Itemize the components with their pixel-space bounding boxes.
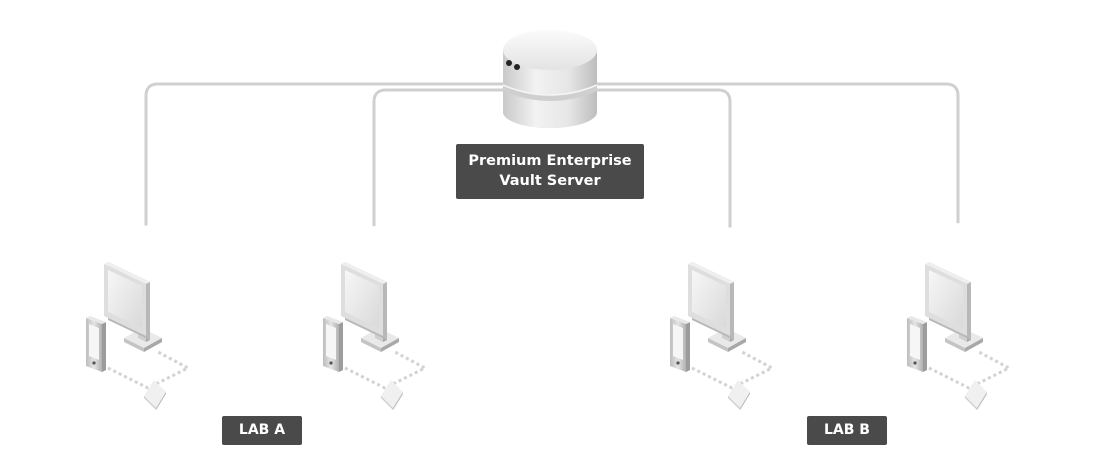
- workstation-lab-b-2: [905, 260, 1011, 412]
- workstation-lab-a-1: [84, 260, 190, 412]
- connector-ws2: [372, 88, 507, 228]
- workstation-lab-b-1: [668, 260, 774, 412]
- workstation-lab-a-2: [321, 260, 427, 412]
- server-label-line2: Vault Server: [499, 173, 601, 189]
- connector-ws1: [144, 82, 507, 226]
- server-label: Premium Enterprise Vault Server: [456, 144, 644, 199]
- database-server-icon: [501, 30, 599, 128]
- lab-a-label: LAB A: [222, 416, 302, 445]
- connector-lines: [144, 82, 960, 228]
- connector-ws3: [594, 88, 732, 228]
- connector-ws4: [594, 82, 960, 226]
- lab-b-label: LAB B: [807, 416, 887, 445]
- server-label-line1: Premium Enterprise: [468, 153, 632, 169]
